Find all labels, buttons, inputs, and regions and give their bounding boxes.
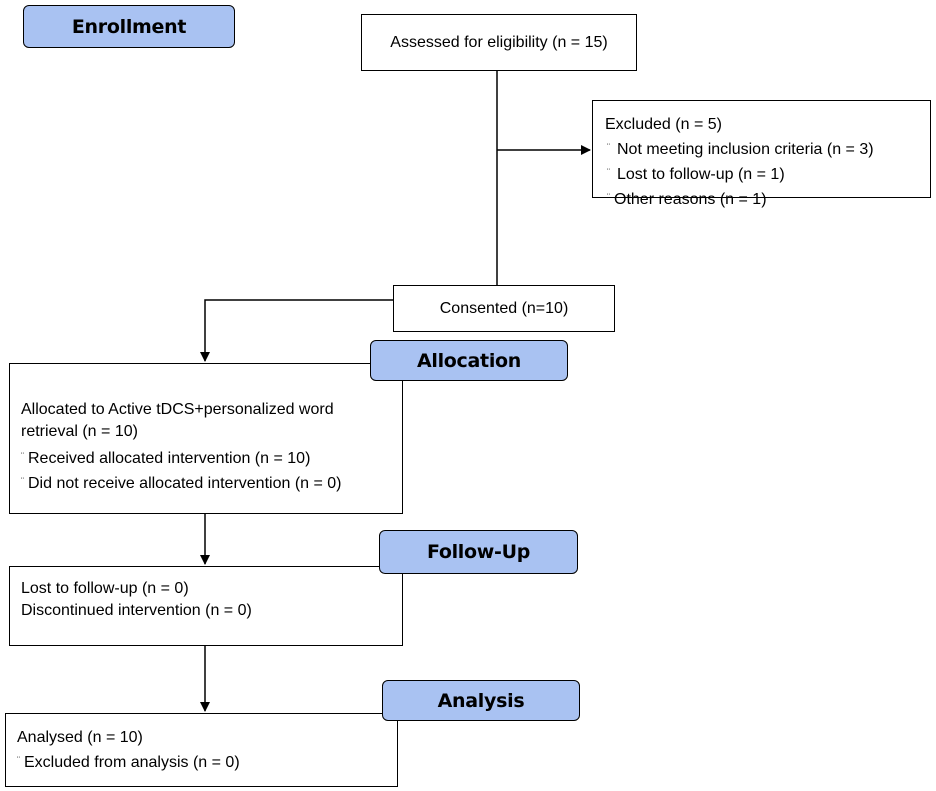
followup-line: Lost to follow-up (n = 0) <box>21 580 189 597</box>
excluded-item-text: Lost to follow-up (n = 1) <box>617 166 785 183</box>
allocated-title-line: retrieval (n = 10) <box>21 423 138 440</box>
consented-box: Consented (n=10) <box>393 285 615 332</box>
excluded-item-text: Not meeting inclusion criteria (n = 3) <box>617 141 874 158</box>
stage-enrollment-label: Enrollment <box>23 5 235 48</box>
allocated-item-text: Received allocated intervention (n = 10) <box>28 450 311 467</box>
bullet-mark: ¨ <box>21 451 24 461</box>
consented-text: Consented (n=10) <box>439 299 569 317</box>
allocated-title-line: Allocated to Active tDCS+personalized wo… <box>21 401 334 418</box>
assessed-box: Assessed for eligibility (n = 15) <box>361 14 637 71</box>
followup-box: Lost to follow-up (n = 0) Discontinued i… <box>9 566 403 646</box>
excluded-box: Excluded (n = 5) ¨ Not meeting inclusion … <box>592 100 931 208</box>
bullet-mark: ¨ <box>607 142 610 152</box>
bullet-mark: ¨ <box>21 476 24 486</box>
bullet-mark: ¨ <box>607 192 610 202</box>
excluded-item: ¨ Not meeting inclusion criteria (n = 3) <box>607 136 930 161</box>
analysis-title: Analysed (n = 10) <box>17 729 143 746</box>
allocated-item: ¨ Did not receive allocated intervention … <box>21 470 402 495</box>
allocated-item: ¨ Received allocated intervention (n = 10… <box>21 445 402 470</box>
bullet-mark: ¨ <box>17 755 20 765</box>
stage-analysis-label: Analysis <box>382 680 580 721</box>
assessed-text: Assessed for eligibility (n = 15) <box>390 33 608 51</box>
excluded-item-text: Other reasons (n = 1) <box>614 191 767 208</box>
excluded-title: Excluded (n = 5) <box>605 116 722 133</box>
stage-allocation-label: Allocation <box>370 340 568 381</box>
analysis-item-text: Excluded from analysis (n = 0) <box>24 754 240 771</box>
allocated-box: Allocated to Active tDCS+personalized wo… <box>9 363 403 514</box>
stage-follow-up-label: Follow-Up <box>379 530 578 574</box>
excluded-item: ¨ Lost to follow-up (n = 1) <box>607 161 930 186</box>
connector-consented-to-allocated-arrow <box>200 299 393 362</box>
analysis-box: Analysed (n = 10) ¨ Excluded from analysi… <box>5 713 398 787</box>
allocated-item-text: Did not receive allocated intervention (… <box>28 475 342 492</box>
analysis-item: ¨ Excluded from analysis (n = 0) <box>17 749 397 774</box>
excluded-item: ¨ Other reasons (n = 1) <box>607 186 930 211</box>
followup-line: Discontinued intervention (n = 0) <box>21 602 252 619</box>
bullet-mark: ¨ <box>607 167 610 177</box>
